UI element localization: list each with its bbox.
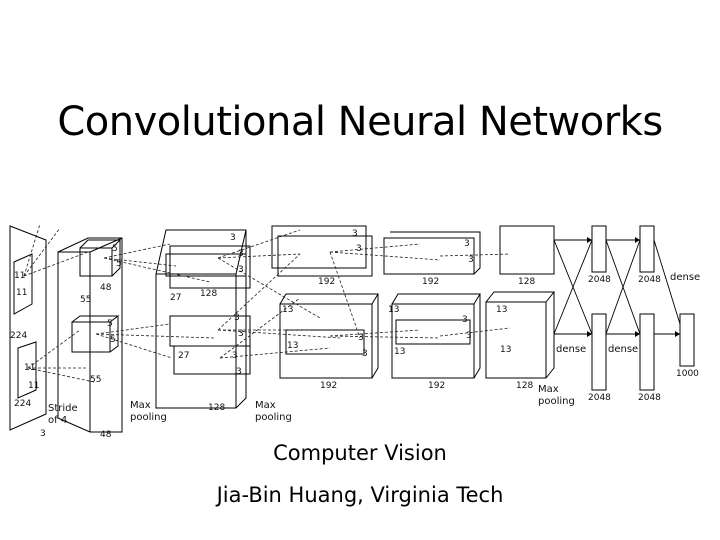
- label-of-4: of 4: [48, 415, 67, 426]
- label-in-224b: 224: [14, 399, 31, 409]
- conv4-block: [383, 231, 481, 379]
- label-in-11c: 11: [24, 363, 35, 373]
- fc-connections: [553, 239, 681, 335]
- label-fc-2048b: 2048: [588, 393, 611, 403]
- conv3-block: [271, 225, 379, 379]
- label-in-3: 3: [40, 429, 46, 439]
- label-c3-3a: 3: [352, 229, 358, 239]
- diagram-canvas: 11 11 224 11 11 224 Stride of 4 3 55 55 …: [9, 223, 700, 440]
- projection-lines: [23, 223, 511, 383]
- subtitle-author: Jia-Bin Huang, Virginia Tech: [216, 483, 504, 507]
- label-c1-48-top: 48: [100, 283, 112, 293]
- label-in-11d: 11: [28, 381, 39, 391]
- label-in-224a: 224: [10, 331, 27, 341]
- label-c4-3b: 3: [468, 255, 474, 265]
- subtitle-course: Computer Vision: [273, 441, 447, 465]
- label-c5-128a: 128: [518, 277, 535, 287]
- label-pool1-max: Max: [130, 400, 151, 411]
- label-stride: Stride: [48, 403, 78, 414]
- label-dense-2: dense: [608, 344, 638, 355]
- label-c3-13b: 13: [287, 341, 298, 351]
- label-c2-3g: 3: [236, 367, 242, 377]
- label-c2-3d: 3: [234, 313, 240, 323]
- label-c4-13b: 13: [394, 347, 405, 357]
- conv1-block: [57, 237, 123, 433]
- arrowheads: [587, 237, 680, 337]
- label-c5-128b: 128: [516, 381, 533, 391]
- alexnet-architecture-diagram: 11 11 224 11 11 224 Stride of 4 3 55 55 …: [0, 218, 720, 446]
- label-in-11a: 11: [14, 271, 25, 281]
- label-c1-5b: 5: [116, 259, 122, 269]
- label-pool2-pooling: pooling: [255, 412, 292, 423]
- label-fc-2048c: 2048: [638, 275, 661, 285]
- label-c2-27b: 27: [178, 351, 189, 361]
- label-c2-3e: 3: [238, 329, 244, 339]
- label-c5-13a: 13: [496, 305, 507, 315]
- conv2-block: [155, 229, 251, 409]
- label-c1-5c: 5: [107, 319, 113, 329]
- diagram-labels: 11 11 224 11 11 224 Stride of 4 3 55 55 …: [10, 229, 700, 440]
- label-c2-27a: 27: [170, 293, 181, 303]
- label-c4-3c: 3: [462, 315, 468, 325]
- label-in-11b: 11: [16, 288, 27, 298]
- label-c2-3f: 3: [232, 351, 238, 361]
- label-c4-192a: 192: [422, 277, 439, 287]
- label-c3-192b: 192: [320, 381, 337, 391]
- label-c1-55b: 55: [90, 375, 101, 385]
- label-dense-3: dense: [670, 272, 700, 283]
- label-c4-3a: 3: [464, 239, 470, 249]
- label-c5-13b: 13: [500, 345, 511, 355]
- label-c2-128a: 128: [200, 289, 217, 299]
- label-c4-13a: 13: [388, 305, 399, 315]
- label-pool2-max: Max: [255, 400, 276, 411]
- label-c3-13a: 13: [282, 305, 293, 315]
- label-pool1-pooling: pooling: [130, 412, 167, 423]
- label-c1-48-bot: 48: [100, 430, 112, 440]
- label-c3-3d: 3: [362, 349, 368, 359]
- label-c1-5d: 5: [110, 335, 116, 345]
- conv5-block: [485, 225, 556, 379]
- label-c4-192b: 192: [428, 381, 445, 391]
- label-c4-3d: 3: [466, 331, 472, 341]
- label-out-1000: 1000: [676, 369, 699, 379]
- fc-layers: [591, 225, 695, 391]
- label-c1-55a: 55: [80, 295, 91, 305]
- input-block: [9, 225, 47, 431]
- label-c2-128b: 128: [208, 403, 225, 413]
- label-fc-2048a: 2048: [588, 275, 611, 285]
- label-c2-3a: 3: [230, 233, 236, 243]
- label-c2-3c: 3: [238, 265, 244, 275]
- label-c3-192a: 192: [318, 277, 335, 287]
- label-fc-2048d: 2048: [638, 393, 661, 403]
- label-c3-3c: 3: [358, 333, 364, 343]
- label-pool3-pooling: pooling: [538, 396, 575, 407]
- label-dense-1: dense: [556, 344, 586, 355]
- label-c1-5a: 5: [112, 244, 118, 254]
- label-c3-3b: 3: [356, 244, 362, 254]
- label-c2-3b: 3: [238, 249, 244, 259]
- slide-title: Convolutional Neural Networks: [57, 99, 663, 145]
- label-pool3-max: Max: [538, 384, 559, 395]
